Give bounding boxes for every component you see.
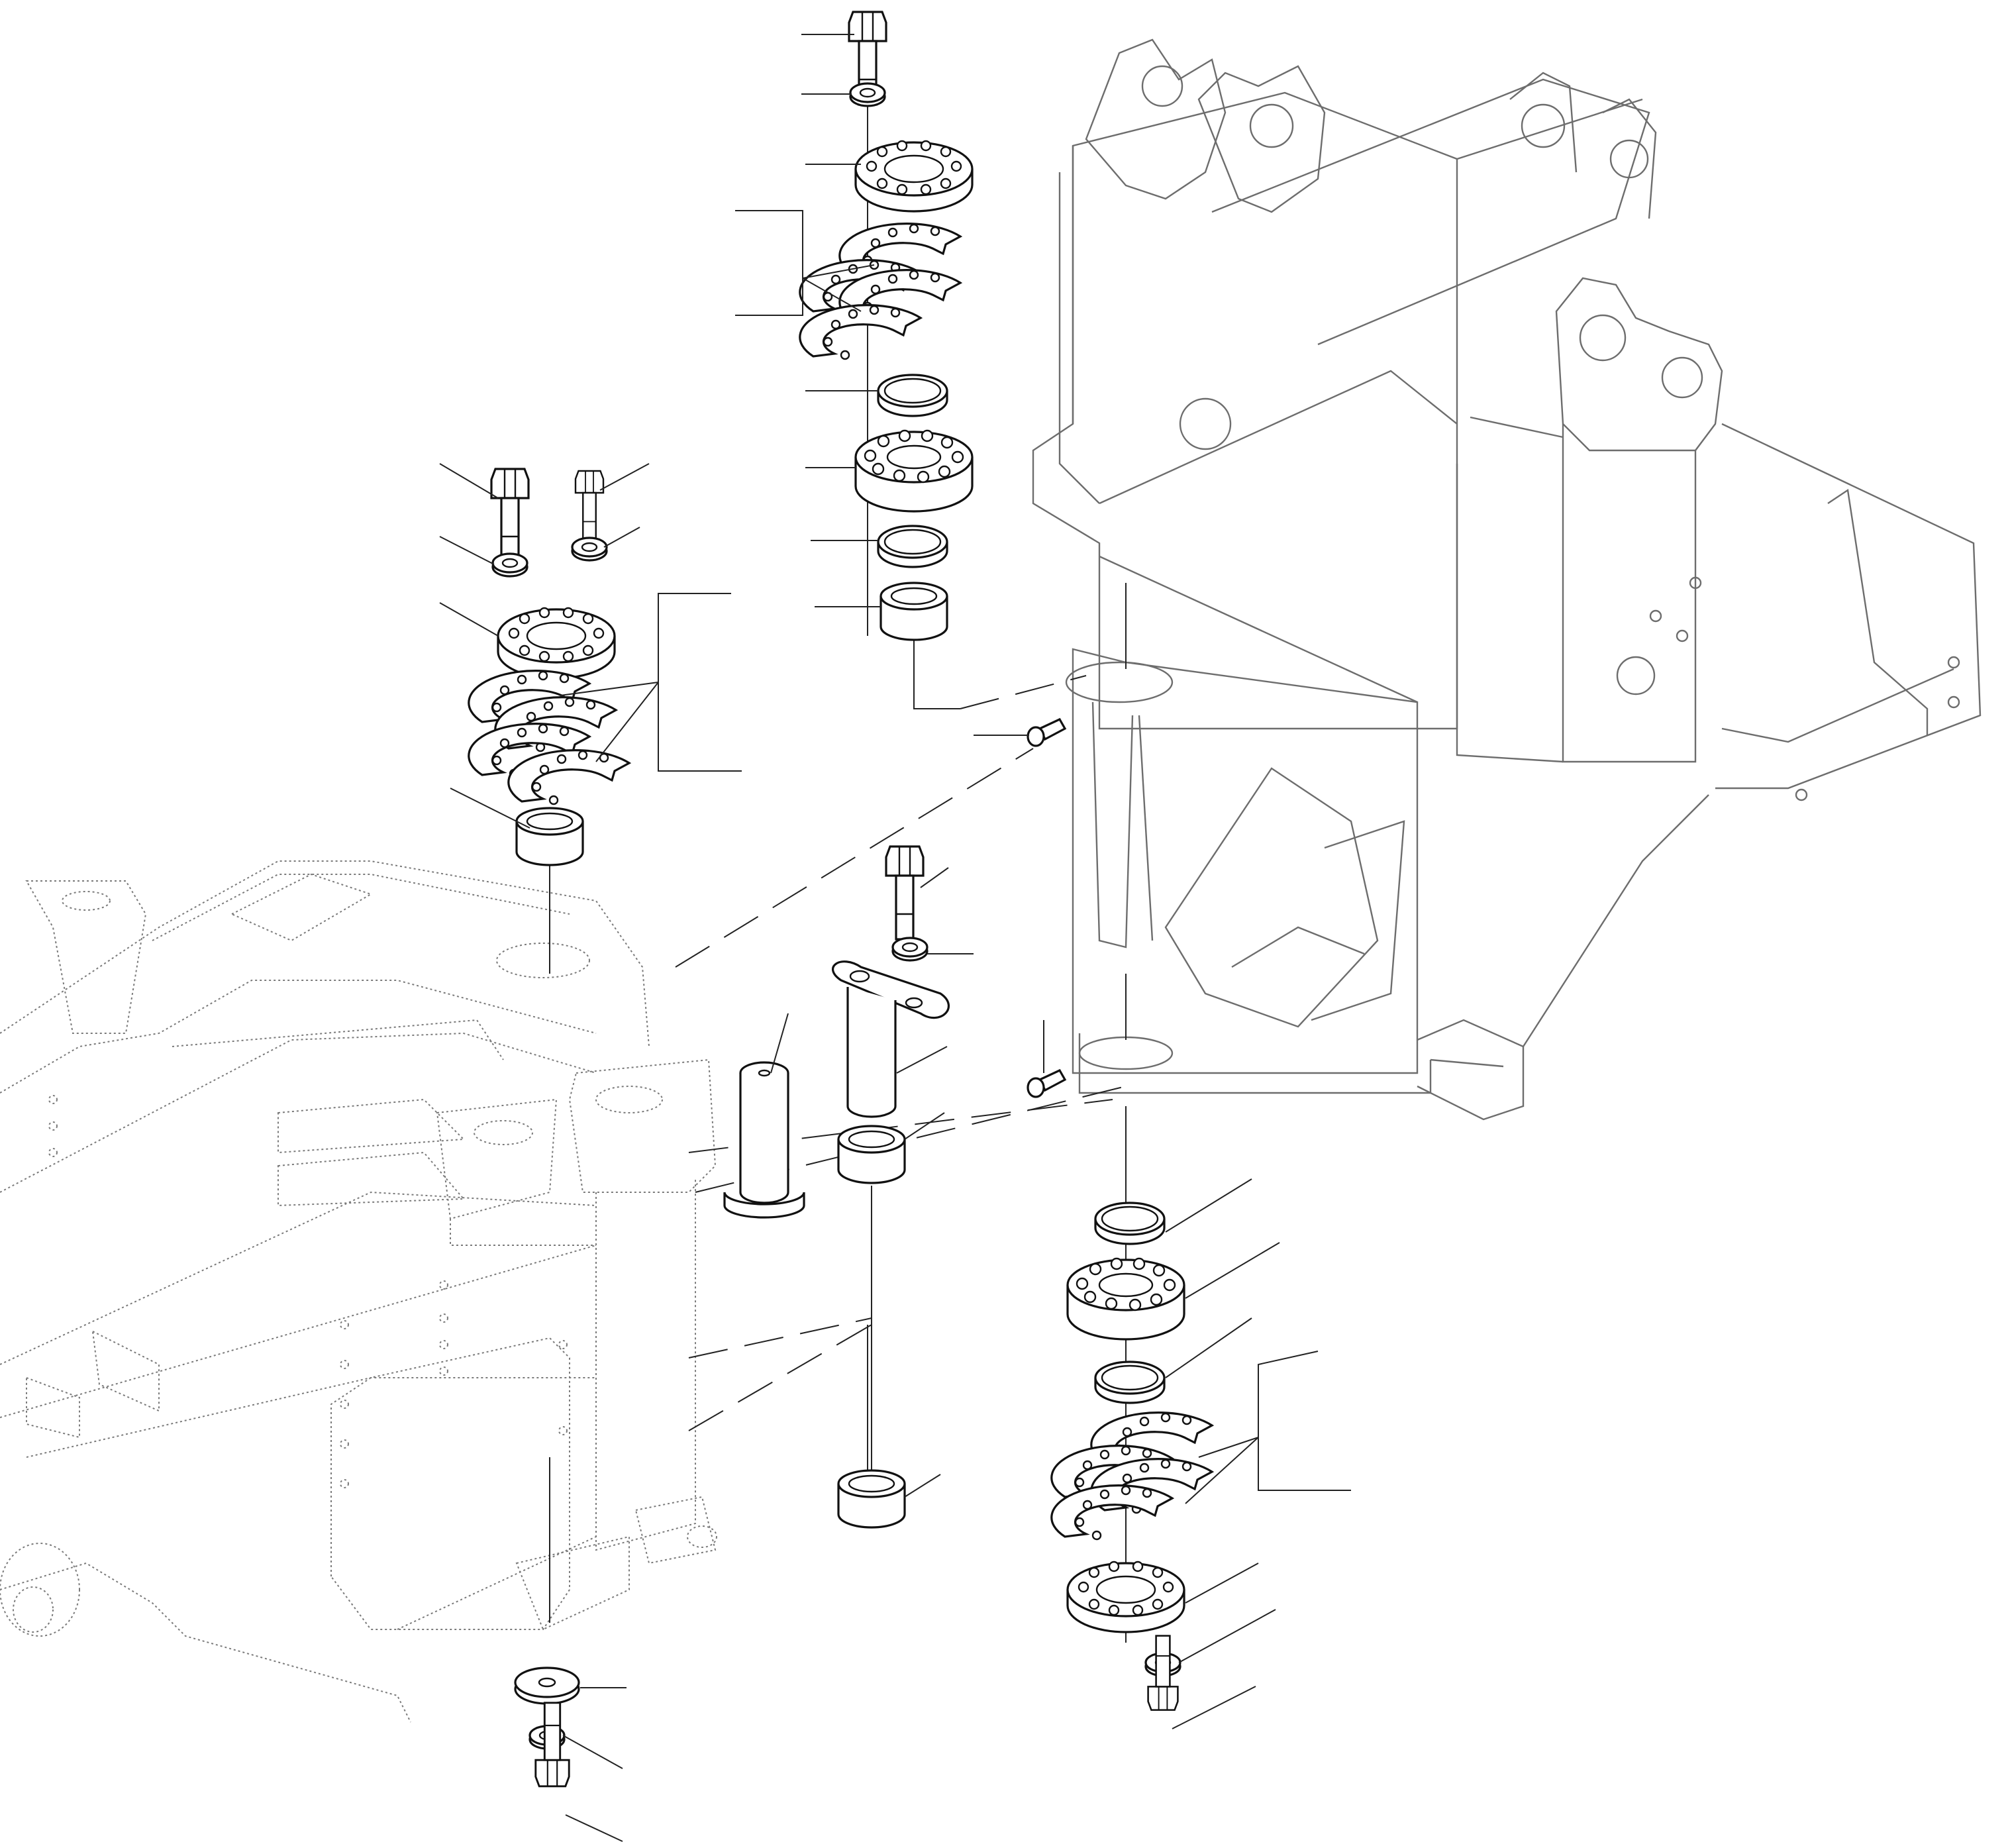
axle-frame (0, 860, 717, 1723)
bushing (837, 1469, 906, 1529)
lower-pivot-stack (1050, 1202, 1213, 1711)
retainer-plate (1066, 1561, 1185, 1633)
bushing (837, 1125, 906, 1184)
grease-fitting (1027, 1068, 1067, 1098)
bolt (490, 468, 530, 563)
shim-plate (799, 304, 922, 360)
seal-ring (1094, 1360, 1166, 1404)
washer (891, 937, 929, 962)
washer (491, 552, 528, 578)
bushing (515, 807, 584, 866)
grease-fitting (1027, 717, 1067, 747)
bolt (885, 845, 925, 941)
bearing (1066, 1257, 1185, 1341)
seal-ring (877, 525, 948, 568)
upper-pivot-stack (799, 11, 974, 641)
pin-with-plate (832, 960, 950, 1118)
bolt (574, 470, 605, 542)
pin (723, 1061, 805, 1219)
center-pin-group (723, 717, 1067, 1529)
left-pivot-stack (468, 468, 630, 866)
bushing (879, 582, 948, 641)
seal-ring (1094, 1202, 1166, 1245)
retainer-plate (854, 140, 974, 213)
bearing (854, 429, 974, 513)
loader-frame (1032, 38, 1982, 1121)
shim-plate (507, 749, 630, 805)
seal-ring (877, 374, 948, 417)
washer (571, 537, 608, 562)
washer (849, 82, 886, 107)
retainer-plate (497, 607, 616, 680)
leader-lines (439, 34, 1351, 1842)
bottom-fastener-stack (514, 1667, 580, 1788)
